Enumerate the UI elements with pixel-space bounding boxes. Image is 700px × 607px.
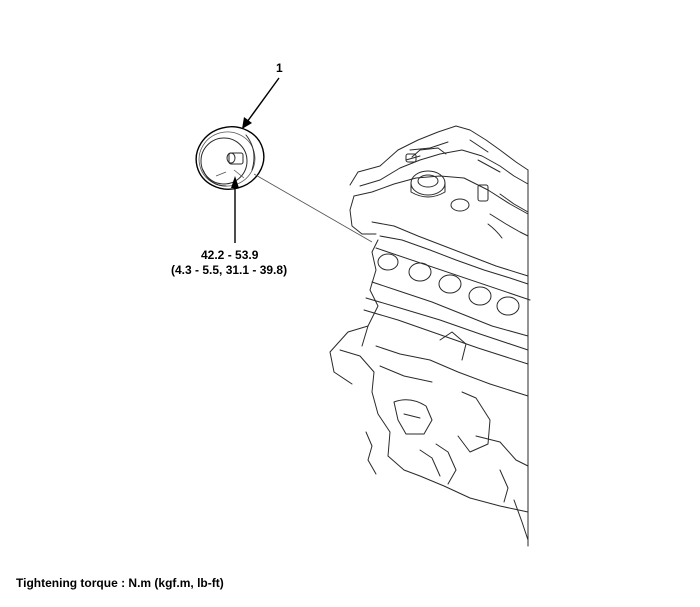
engine-block-outline [329, 125, 531, 547]
tightening-torque-note: Tightening torque : N.m (kgf.m, lb-ft) [16, 576, 224, 590]
idler-pulley [195, 126, 265, 190]
callout-number-1: 1 [276, 61, 283, 75]
torque-value-nm: 42.2 - 53.9 [201, 248, 259, 262]
torque-value-alt-units: (4.3 - 5.5, 31.1 - 39.8) [171, 263, 288, 277]
callout-leader-arrow [242, 77, 280, 129]
mounting-axis-line [253, 173, 373, 243]
torque-leader-arrow [231, 176, 239, 243]
